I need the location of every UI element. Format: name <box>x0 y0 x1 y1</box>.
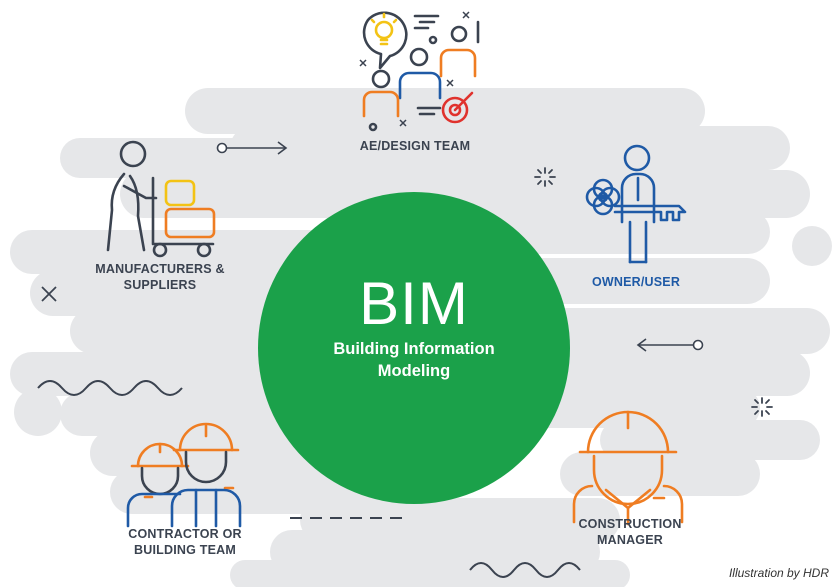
construction-manager-icon <box>572 410 684 526</box>
label-owner-user: OWNER/USER <box>591 275 681 289</box>
bim-subtitle: Building Information Modeling <box>333 340 495 380</box>
arrow-right-icon <box>216 141 288 155</box>
owner-key-icon <box>585 144 687 264</box>
close-mark-icon <box>41 286 57 302</box>
bim-title: BIM <box>359 270 469 337</box>
label-contractor-building-team: CONTRACTOR OR BUILDING TEAM <box>128 527 242 557</box>
label-construction-manager: CONSTRUCTION MANAGER <box>578 517 682 547</box>
sparkle-icon-right <box>751 397 773 417</box>
hand-truck-boxes-icon <box>106 140 216 258</box>
wave-line-icon <box>37 380 183 396</box>
label-ae-design-team: AE/DESIGN TEAM <box>359 139 471 153</box>
contractor-workers-icon <box>126 422 242 528</box>
label-manufacturers-suppliers: MANUFACTURERS & SUPPLIERS <box>95 262 225 292</box>
design-team-icon <box>359 11 480 132</box>
arrow-left-icon <box>636 338 704 352</box>
illustration-credit: Illustration by HDR <box>728 566 829 580</box>
bim-center-circle: BIM Building Information Modeling <box>258 192 570 504</box>
sparkle-icon <box>534 167 556 187</box>
wave-line-icon-bottom <box>469 562 581 578</box>
